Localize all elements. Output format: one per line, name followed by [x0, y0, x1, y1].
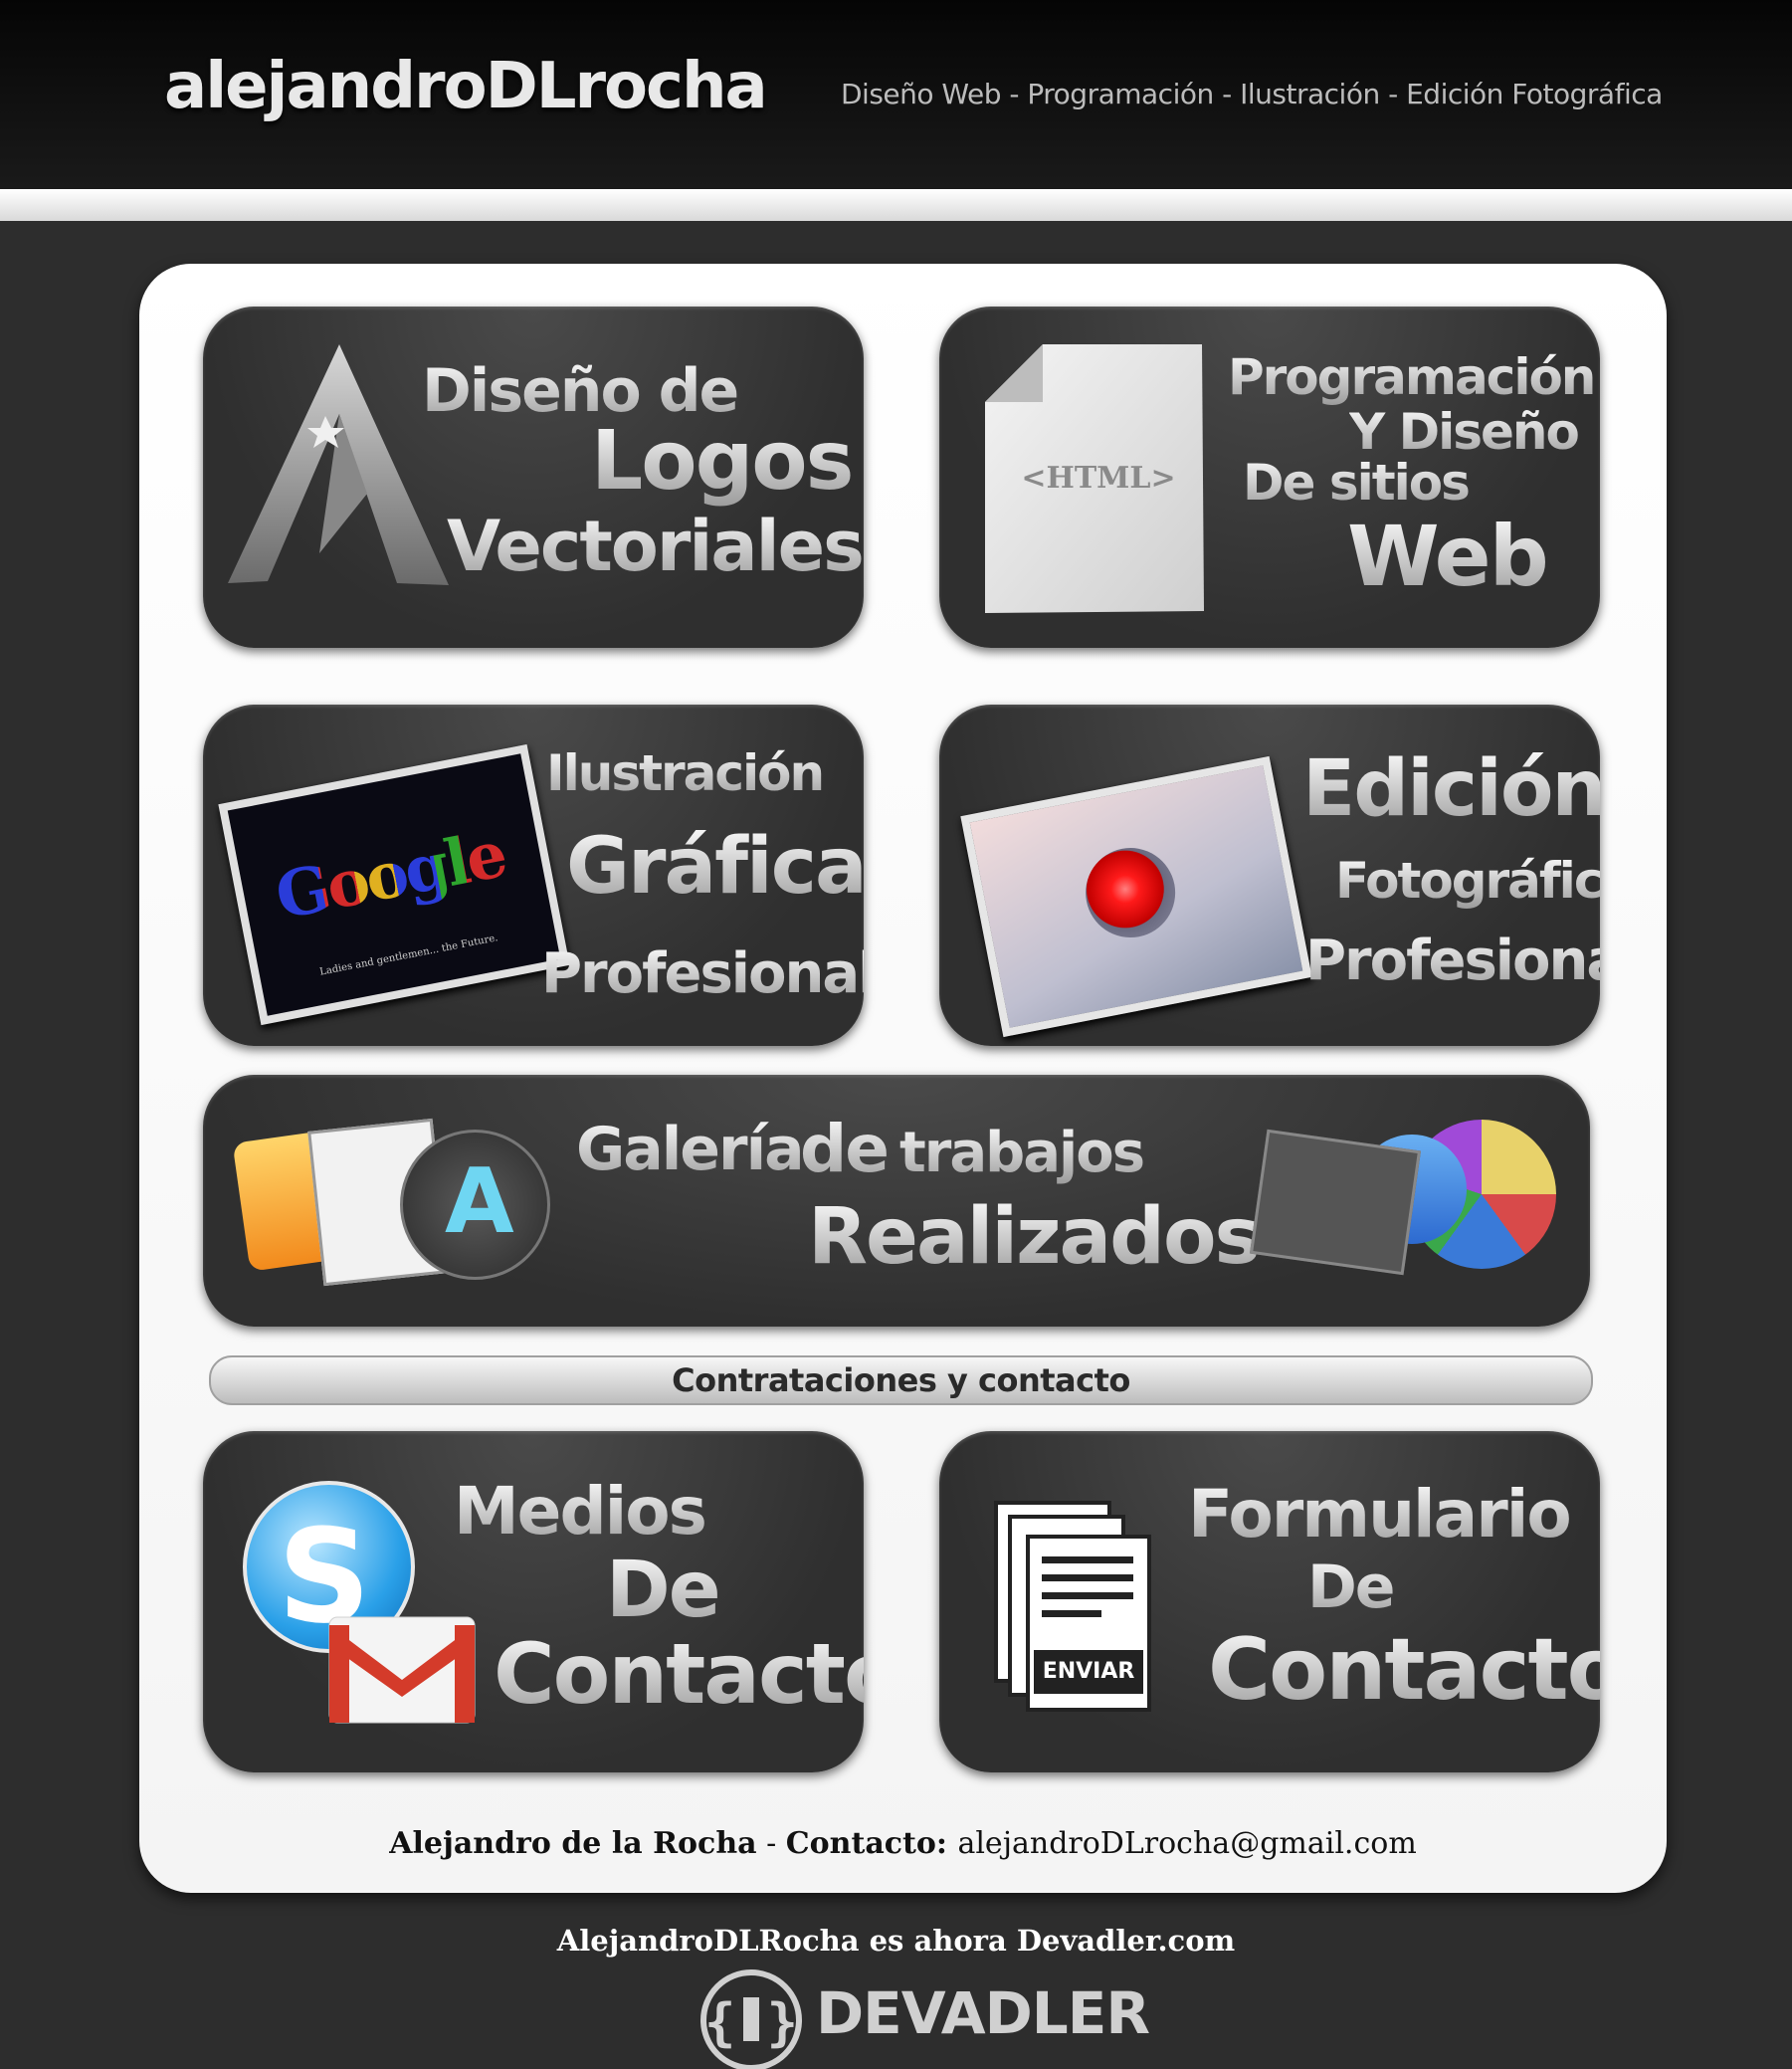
tile-web-line4: Web	[1347, 508, 1549, 605]
tile-contact-media-line3: Contacto	[494, 1625, 864, 1723]
tile-photo-line2: Fotográfica	[1335, 852, 1600, 910]
tile-photo-line3: Profesional	[1305, 929, 1600, 993]
devadler-logo[interactable]: { } DEVADLER	[697, 1966, 1150, 2069]
devadler-emblem-icon: { }	[700, 1969, 802, 2069]
tile-illustration[interactable]: Google Ladies and gentlemen... the Futur…	[203, 705, 864, 1046]
header-divider	[0, 189, 1792, 221]
tile-contact-media[interactable]: S Medios De Contacto	[203, 1431, 864, 1772]
tile-logos-line2: Logos	[591, 414, 854, 509]
tile-contact-form[interactable]: ENVIAR Formulario De Contacto	[939, 1431, 1600, 1772]
devadler-brand-text: DEVADLER	[816, 1979, 1150, 2047]
gmail-icon	[328, 1616, 476, 1724]
tile-gallery-line1: Galería	[576, 1115, 805, 1184]
eye-photo-thumbnail	[960, 755, 1312, 1038]
tile-contact-media-line1: Medios	[454, 1473, 707, 1550]
tile-web-line1: Programación	[1228, 348, 1596, 406]
tile-logos-line3: Vectoriales	[447, 506, 864, 587]
email-link[interactable]: alejandroDLrocha@gmail.com	[957, 1826, 1417, 1861]
footer-separator: -	[756, 1826, 786, 1861]
tile-photo[interactable]: Edición Fotográfica Profesional	[939, 705, 1600, 1046]
footer-contact-line: Alejandro de la Rocha - Contacto: alejan…	[139, 1826, 1667, 1861]
rebrand-notice: AlejandroDLRocha es ahora Devadler.com	[556, 1924, 1236, 1958]
gallery-right-icons	[1249, 1115, 1566, 1284]
header: alejandroDLrocha Diseño Web - Programaci…	[0, 0, 1792, 189]
html-document-label: <HTML>	[1021, 461, 1176, 496]
tile-gallery-line1c: trabajos	[899, 1121, 1145, 1185]
thumbnail-word: Google	[270, 817, 511, 935]
tile-gallery[interactable]: A Galería de trabajos Realizados	[203, 1075, 1590, 1327]
tile-web-line2: Y Diseño	[1349, 403, 1580, 461]
tile-contact-form-line2: De	[1307, 1552, 1395, 1622]
send-button-graphic: ENVIAR	[1034, 1650, 1143, 1694]
tile-web[interactable]: <HTML> Programación Y Diseño De sitios W…	[939, 307, 1600, 648]
tile-photo-line1: Edición	[1302, 744, 1600, 834]
contact-section-bar: Contrataciones y contacto	[209, 1355, 1593, 1405]
author-name: Alejandro de la Rocha	[389, 1826, 757, 1861]
thumbnail-caption: Ladies and gentlemen... the Future.	[318, 932, 499, 978]
tile-illustration-line2: Gráfica	[566, 822, 864, 912]
eye-iris	[1078, 840, 1183, 945]
tile-illustration-line1: Ilustración	[546, 744, 825, 802]
tile-contact-form-line1: Formulario	[1188, 1476, 1572, 1552]
tile-logos[interactable]: Diseño de Logos Vectoriales	[203, 307, 864, 648]
tile-illustration-line3: Profesional	[541, 941, 864, 1006]
tile-contact-form-line3: Contacto	[1208, 1620, 1600, 1720]
contact-label: Contacto:	[785, 1826, 958, 1861]
site-title[interactable]: alejandroDLrocha	[164, 50, 768, 123]
illustration-thumbnail: Google Ladies and gentlemen... the Futur…	[218, 743, 570, 1026]
tile-gallery-line1b: de	[800, 1111, 890, 1187]
tile-contact-media-line2: De	[606, 1546, 721, 1635]
form-document-icon: ENVIAR	[994, 1501, 1173, 1715]
skype-icon	[243, 1481, 415, 1653]
tile-gallery-line2: Realizados	[808, 1192, 1261, 1282]
tile-web-line3: De sitios	[1243, 454, 1471, 512]
tagline: Diseño Web - Programación - Ilustración …	[841, 78, 1663, 110]
gallery-left-icons: A	[232, 1115, 559, 1287]
tile-logos-line1: Diseño de	[422, 356, 739, 426]
html-document-icon	[985, 344, 1204, 613]
letter-a-logo-icon	[228, 344, 449, 585]
